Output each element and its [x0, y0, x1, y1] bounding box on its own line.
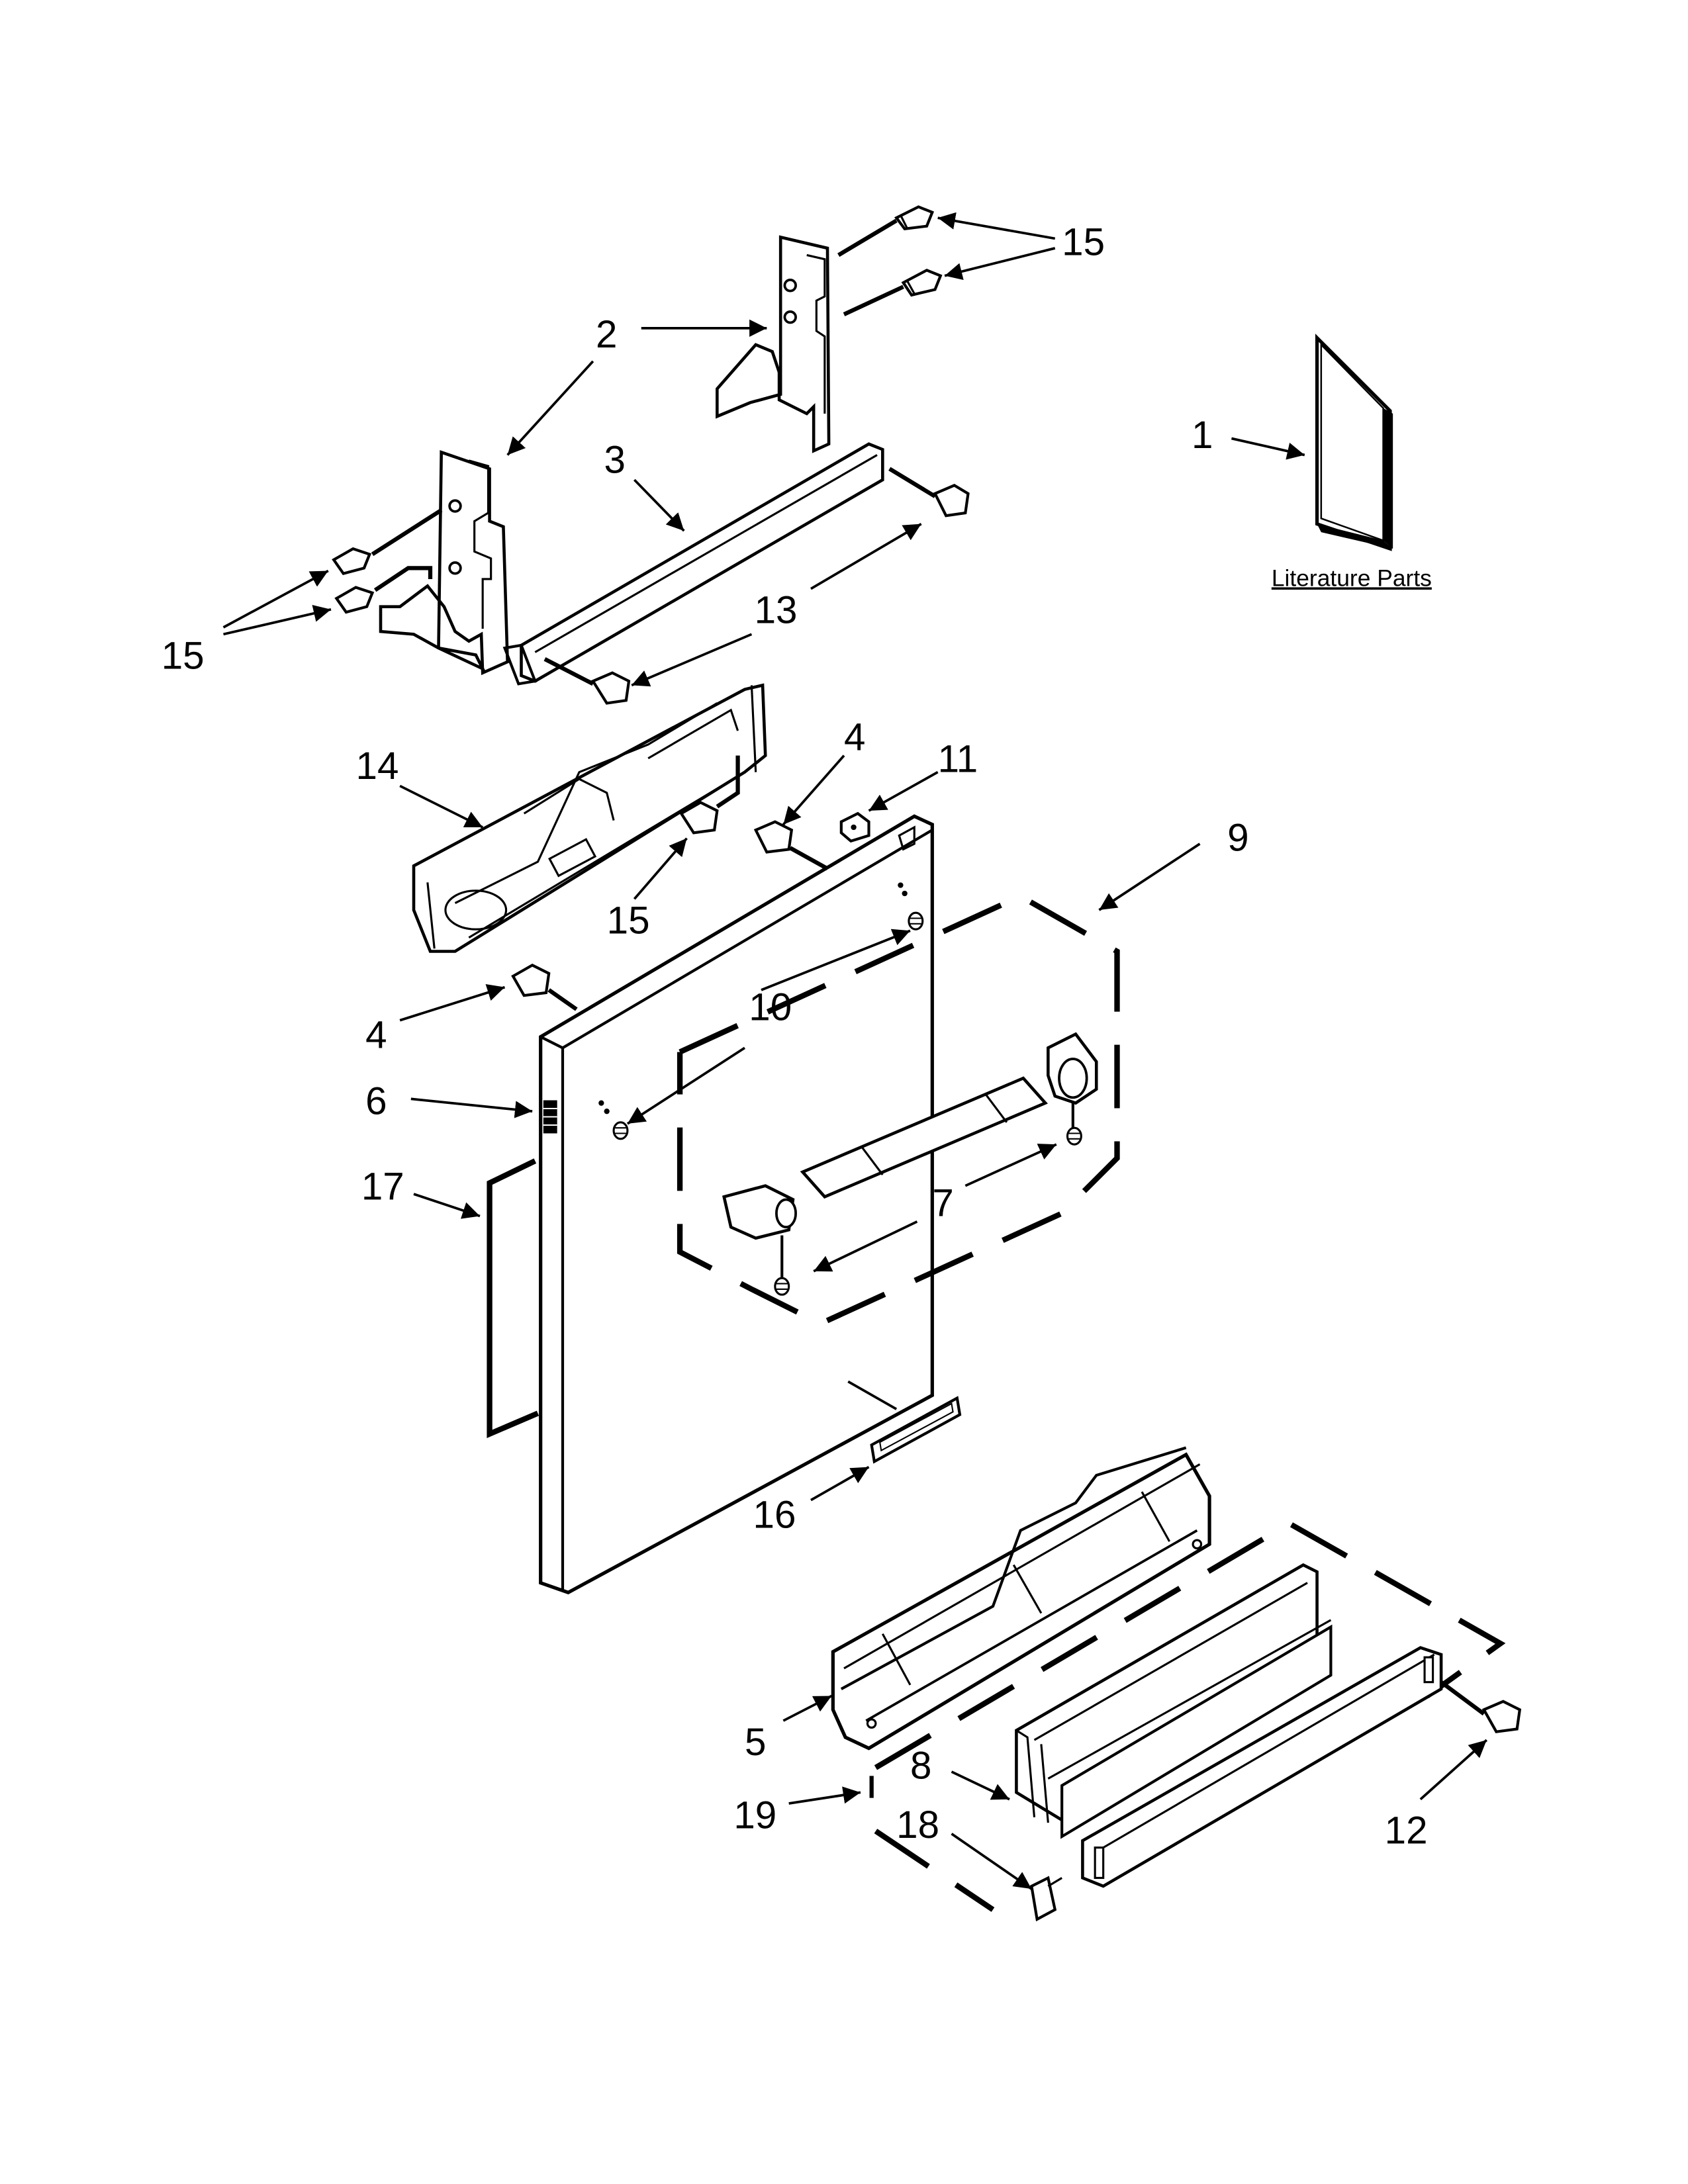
screw-4-upper [753, 820, 829, 871]
callout-16: 16 [753, 1493, 796, 1536]
callout-4-lower: 4 [365, 1013, 387, 1056]
callout-12: 12 [1385, 1809, 1428, 1852]
top-strip [502, 442, 884, 686]
handle-stud-right [1066, 1126, 1082, 1146]
callout-10: 10 [749, 986, 792, 1029]
door-gasket [487, 1158, 539, 1438]
callout-6: 6 [365, 1079, 387, 1122]
callout-19: 19 [733, 1794, 776, 1837]
callout-11: 11 [938, 738, 978, 781]
screw-left-upper [332, 508, 443, 576]
callout-labels: 1 2 3 4 4 5 6 7 8 9 10 11 12 13 14 15 15… [162, 220, 1428, 1852]
callout-9: 9 [1227, 816, 1248, 859]
literature-booklet [1315, 334, 1393, 551]
screw-right-upper [837, 205, 935, 257]
clip-11 [839, 811, 870, 843]
callout-14: 14 [356, 745, 399, 788]
callout-13: 13 [755, 589, 798, 632]
stud-upper-right [908, 911, 924, 931]
callout-1: 1 [1192, 414, 1213, 457]
callout-4-upper: 4 [844, 715, 865, 758]
callout-2: 2 [596, 313, 617, 356]
leader-lines [222, 212, 1488, 1890]
toe-kick-assembly-outline [869, 1520, 1506, 1912]
toe-panel-bracket [831, 1446, 1211, 1751]
screw-housing [679, 755, 740, 835]
insulation-block [1015, 1563, 1333, 1839]
handle-kit-outline [677, 893, 1120, 1327]
stud-left [612, 1121, 629, 1140]
screw-right-lower [843, 269, 943, 316]
screw-4-lower [511, 963, 578, 1011]
screw-left-lower [334, 566, 433, 614]
callout-15-middle: 15 [607, 899, 650, 942]
callout-15-left: 15 [162, 634, 205, 677]
callout-3: 3 [604, 439, 626, 482]
brand-badge [870, 1396, 962, 1464]
screw-12 [1440, 1680, 1522, 1733]
toe-kick-strip [1081, 1646, 1443, 1888]
hinge-bracket-left [379, 450, 510, 676]
callout-7: 7 [932, 1182, 953, 1225]
door-handle [722, 1032, 1098, 1280]
callout-18: 18 [896, 1803, 939, 1846]
screw-strip-right [888, 467, 970, 518]
screw-strip-left [543, 657, 631, 705]
callout-5: 5 [745, 1721, 766, 1764]
hinge-bracket-right [716, 235, 831, 453]
handle-stud-left [774, 1277, 790, 1296]
literature-parts-label: Literature Parts [1272, 565, 1432, 591]
callout-17: 17 [361, 1165, 404, 1208]
callout-15-top-right: 15 [1062, 220, 1105, 263]
control-housing [412, 683, 767, 953]
callout-8: 8 [910, 1745, 931, 1788]
clip-18 [1030, 1876, 1062, 1922]
